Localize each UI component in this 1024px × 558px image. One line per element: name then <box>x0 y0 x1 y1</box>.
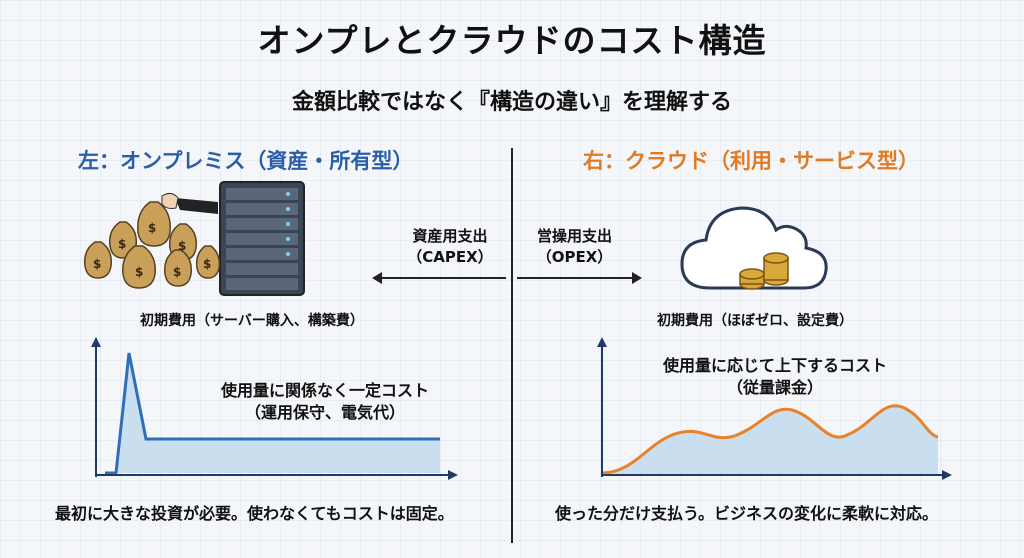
cloud-chart-note-line2: （従量課金） <box>726 378 823 397</box>
capex-label-line2: （CAPEX） <box>407 248 493 266</box>
cloud-cost-chart <box>597 337 952 480</box>
server-icon <box>219 181 305 296</box>
capex-label: 資産用支出 （CAPEX） <box>395 226 505 268</box>
opex-label: 営操用支出 （OPEX） <box>522 226 627 268</box>
page-title: オンプレとクラウドのコスト構造 <box>257 21 767 60</box>
cloud-chart-note: 使用量に応じて上下するコスト （従量課金） <box>650 355 900 399</box>
page-subtitle: 金額比較ではなく『構造の違い』を理解する <box>291 90 732 115</box>
capex-arrow-icon <box>372 272 506 284</box>
money-bags-server-illustration: $ $ $ $ $ $ $ <box>83 181 305 296</box>
svg-text:$: $ <box>203 257 211 271</box>
svg-text:$: $ <box>148 221 156 235</box>
cloud-summary: 使った分だけ支払う。ビジネスの変化に柔軟に対応。 <box>555 504 939 523</box>
onprem-chart-note-line1: 使用量に関係なく一定コスト <box>220 381 429 400</box>
cloud-icon <box>680 206 828 290</box>
onprem-summary: 最初に大きな投資が必要。使わなくてもコストは固定。 <box>55 504 454 523</box>
cloud-cost-line <box>601 404 939 475</box>
svg-text:$: $ <box>178 239 186 253</box>
svg-text:$: $ <box>93 257 101 271</box>
cloud-cost-area <box>602 405 938 475</box>
onprem-cost-chart <box>91 337 458 480</box>
opex-label-line1: 営操用支出 <box>536 227 612 245</box>
svg-text:$: $ <box>135 265 143 279</box>
onprem-cost-area <box>105 353 440 473</box>
opex-label-line2: （OPEX） <box>536 248 613 266</box>
opex-arrow-icon <box>517 272 642 284</box>
onprem-chart-note: 使用量に関係なく一定コスト （運用保守、電気代） <box>200 380 450 424</box>
cloud-heading: 右：クラウド（利用・サービス型） <box>583 149 919 173</box>
onprem-heading: 左：オンプレミス（資産・所有型） <box>78 149 414 173</box>
cloud-coins-illustration <box>680 206 828 290</box>
money-bags-icon <box>83 201 221 289</box>
cloud-chart-note-line1: 使用量に応じて上下するコスト <box>662 356 887 375</box>
onprem-cost-line <box>105 352 440 475</box>
svg-text:$: $ <box>118 237 126 251</box>
coins-icon <box>739 252 789 290</box>
svg-text:$: $ <box>173 265 181 279</box>
onprem-chart-note-line2: （運用保守、電気代） <box>244 403 405 422</box>
center-divider <box>511 148 513 543</box>
onprem-initial-cost: 初期費用（サーバー購入、構築費） <box>140 313 364 329</box>
cloud-initial-cost: 初期費用（ほぼゼロ、設定費） <box>657 313 853 329</box>
capex-label-line1: 資産用支出 <box>412 227 488 245</box>
